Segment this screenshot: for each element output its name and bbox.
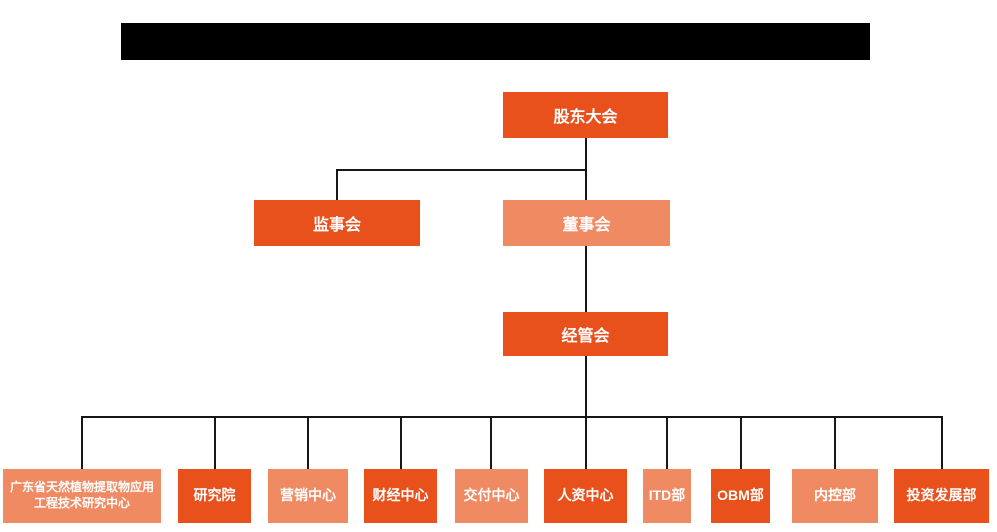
node-shareholders-meeting: 股东大会 bbox=[503, 92, 668, 138]
connector-line bbox=[834, 416, 836, 469]
node-department-internal-control: 内控部 bbox=[792, 469, 878, 523]
node-department-research-institute: 研究院 bbox=[178, 469, 251, 523]
node-label: 研究院 bbox=[193, 487, 236, 504]
node-label: 人资中心 bbox=[557, 487, 614, 504]
connector-line bbox=[585, 356, 587, 469]
node-label: OBM部 bbox=[717, 487, 764, 504]
node-label: 交付中心 bbox=[463, 487, 520, 504]
node-label: ITD部 bbox=[648, 487, 686, 504]
node-label: 经管会 bbox=[561, 328, 610, 345]
node-department-investment-development: 投资发展部 bbox=[894, 469, 989, 523]
node-label: 财经中心 bbox=[372, 487, 429, 504]
node-department-marketing-center: 营销中心 bbox=[268, 469, 348, 523]
node-label: 监事会 bbox=[312, 217, 361, 234]
node-department-research-center: 广东省天然植物提取物应用工程技术研究中心 bbox=[3, 469, 161, 523]
connector-line bbox=[81, 416, 83, 469]
node-label: 股东大会 bbox=[553, 109, 618, 126]
connector-line bbox=[490, 416, 492, 469]
node-supervisory-board: 监事会 bbox=[254, 200, 420, 246]
node-label: 营销中心 bbox=[280, 487, 336, 504]
connector-line bbox=[740, 416, 742, 469]
node-label: 广东省天然植物提取物应用工程技术研究中心 bbox=[9, 480, 154, 510]
node-department-hr-center: 人资中心 bbox=[544, 469, 627, 523]
connector-line bbox=[585, 246, 587, 312]
node-label: 投资发展部 bbox=[906, 487, 977, 504]
node-label: 董事会 bbox=[562, 217, 611, 234]
connector-line bbox=[400, 416, 402, 469]
node-department-delivery-center: 交付中心 bbox=[455, 469, 528, 523]
connector-line bbox=[214, 416, 216, 469]
connector-line bbox=[336, 169, 587, 171]
node-label: 内控部 bbox=[814, 487, 856, 504]
connector-line bbox=[336, 169, 338, 200]
node-board-of-directors: 董事会 bbox=[503, 200, 670, 246]
title-redaction-bar bbox=[121, 23, 870, 60]
node-department-itd: ITD部 bbox=[643, 469, 691, 523]
node-department-finance-center: 财经中心 bbox=[364, 469, 437, 523]
connector-line bbox=[81, 416, 943, 418]
node-department-obm: OBM部 bbox=[711, 469, 770, 523]
connector-line bbox=[307, 416, 309, 469]
node-management-committee: 经管会 bbox=[503, 312, 668, 356]
connector-line bbox=[666, 416, 668, 469]
connector-line bbox=[941, 416, 943, 469]
